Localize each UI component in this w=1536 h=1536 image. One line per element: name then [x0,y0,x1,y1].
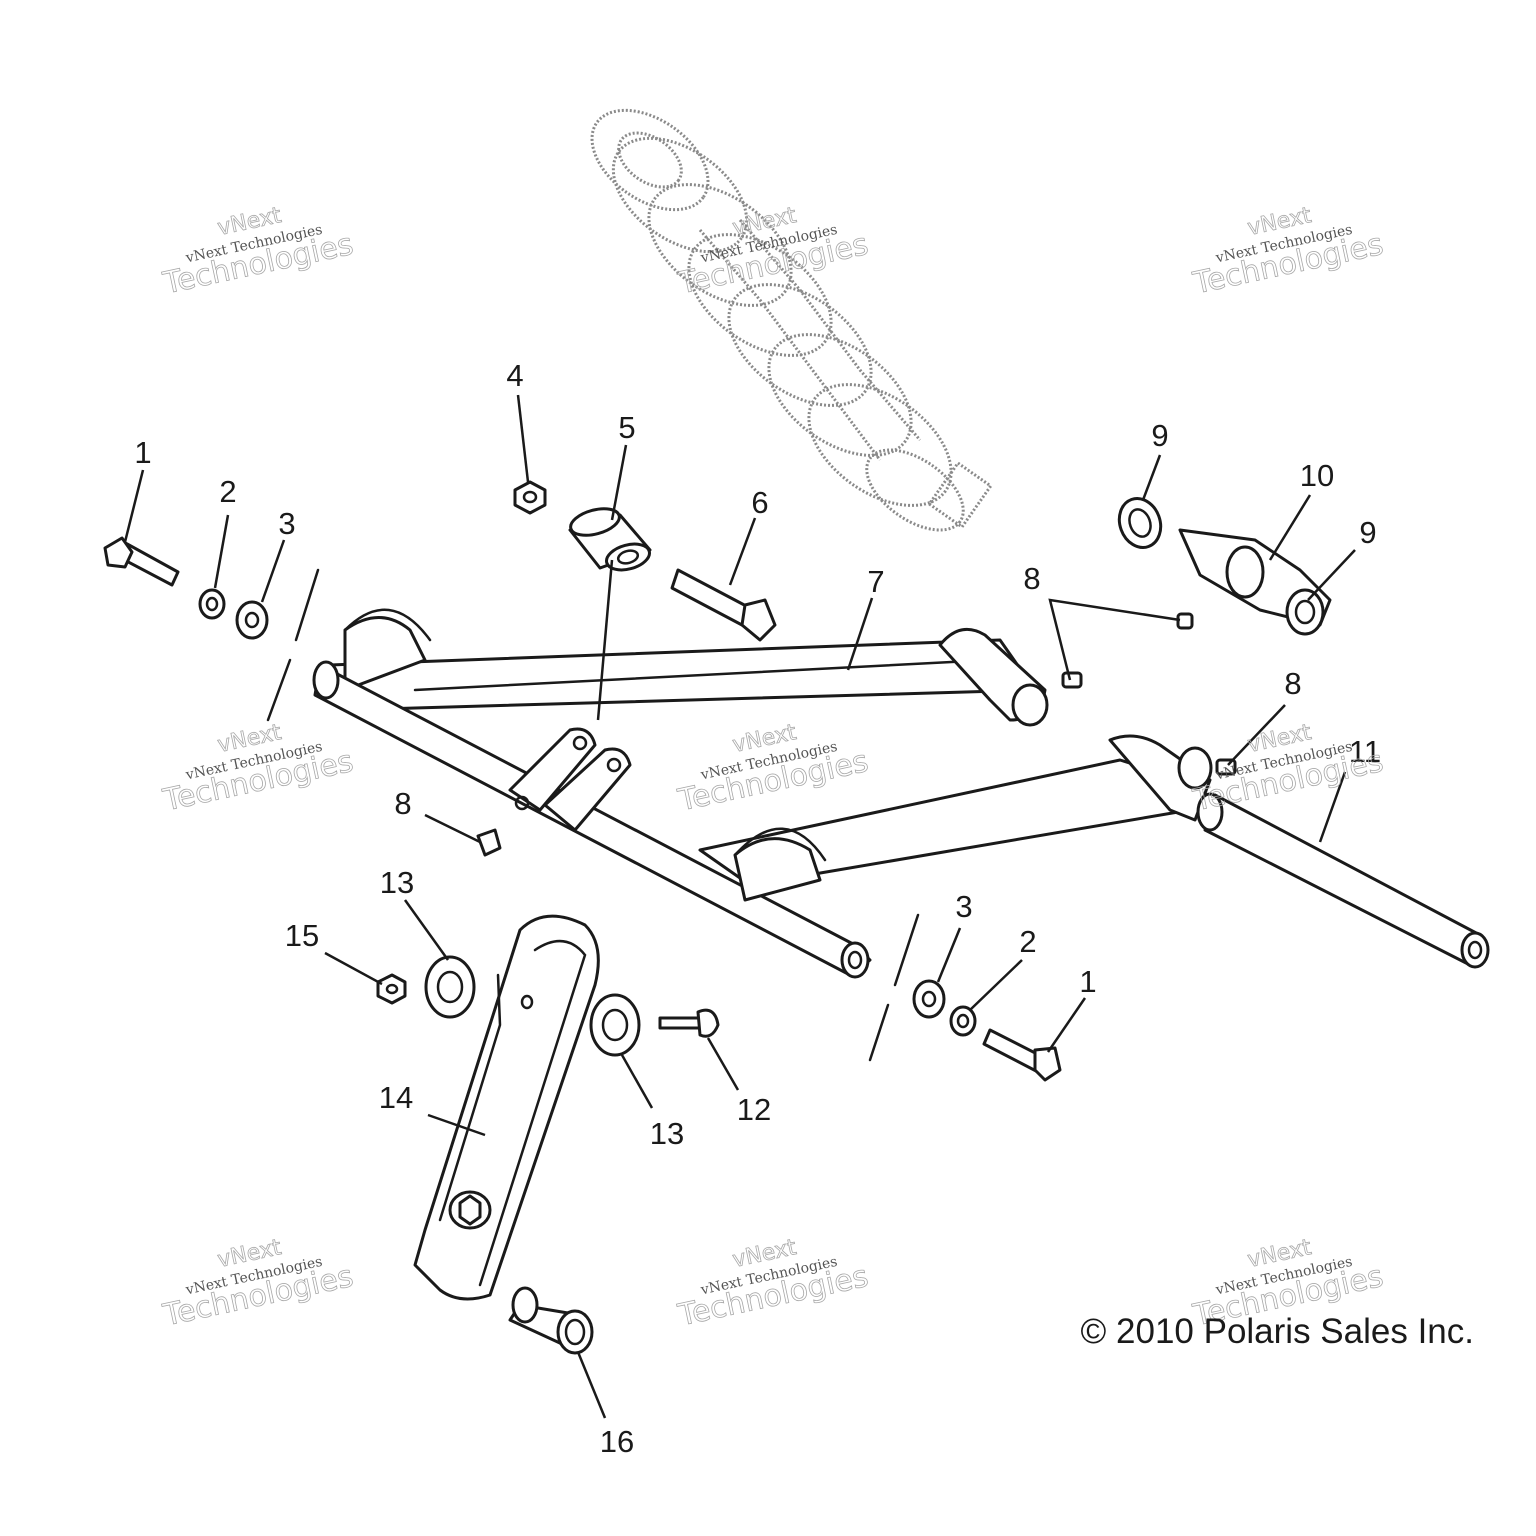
left-bolt [103,536,180,587]
callout-2-right: 2 [1019,924,1036,959]
tube-brackets [508,727,632,832]
right-bolt [982,1028,1062,1082]
watermark-4: vNext vNext Technologies Technologies [159,720,357,819]
copyright-notice: © 2010 Polaris Sales Inc. [1081,1312,1475,1351]
left-lock-washer [198,588,226,620]
shock-absorber [590,108,993,532]
callout-15: 15 [285,918,319,953]
watermark-8: vNext vNext Technologies Technologies [674,1235,872,1334]
callout-2-left: 2 [219,474,236,509]
washer-13-left [424,955,476,1019]
cross-tube [312,660,872,979]
callout-8-top: 8 [1023,561,1040,596]
callout-9-top: 9 [1151,418,1168,453]
callout-14: 14 [379,1080,413,1115]
link-arm-14 [413,914,600,1301]
left-flat-washer-hole [244,611,260,629]
callout-7: 7 [867,564,884,599]
watermark-6: vNext vNext Technologies Technologies [1189,720,1387,819]
thrust-washer-9-left-hole [1128,508,1152,538]
lower-a-arm [698,734,1213,902]
nut [513,480,547,515]
callout-8-right: 8 [1284,666,1301,701]
watermark-3: vNext vNext Technologies Technologies [1189,203,1387,302]
grease-fitting-1 [1061,612,1194,689]
pivot-bolt [670,568,777,642]
callout-13-right: 13 [650,1116,684,1151]
callout-9-right: 9 [1359,515,1376,550]
callout-5: 5 [618,410,635,445]
cut-lines [266,568,920,1062]
callout-6: 6 [751,485,768,520]
bushing-16 [508,1286,594,1355]
grease-fitting-3 [476,828,502,857]
right-lock-washer [949,1005,977,1037]
leader-lines [123,394,1356,1419]
right-flat-washer [912,979,946,1019]
callout-12: 12 [737,1092,771,1127]
shaft [1196,792,1490,969]
pin-12 [658,1008,720,1038]
left-flat-washer [235,600,269,640]
callout-16: 16 [600,1424,634,1459]
watermark-1: vNext vNext Technologies Technologies [159,203,357,302]
upper-a-arm [328,608,1049,727]
callout-1-left: 1 [134,435,151,470]
left-lock-washer-hole [205,596,219,612]
callout-11: 11 [1349,734,1381,769]
callout-13-left: 13 [380,865,414,900]
callout-10: 10 [1300,458,1334,493]
callout-8-left: 8 [394,786,411,821]
callout-1-right: 1 [1079,964,1096,999]
callout-4: 4 [506,358,523,393]
hex-nut-15 [376,973,407,1005]
callout-labels: 1 2 3 4 5 6 7 8 8 8 9 9 10 11 12 13 13 1… [134,358,1381,1459]
watermark-5: vNext vNext Technologies Technologies [674,720,872,819]
callout-3-right: 3 [955,889,972,924]
right-flat-washer-hole [921,990,937,1008]
pivot-bracket [1178,528,1332,636]
right-lock-washer-hole [956,1013,970,1029]
thrust-washer-9-left [1117,497,1163,549]
callout-3-left: 3 [278,506,295,541]
washer-13-right [589,993,641,1057]
watermark-7: vNext vNext Technologies Technologies [159,1235,357,1334]
bushing-sleeve [568,507,652,572]
